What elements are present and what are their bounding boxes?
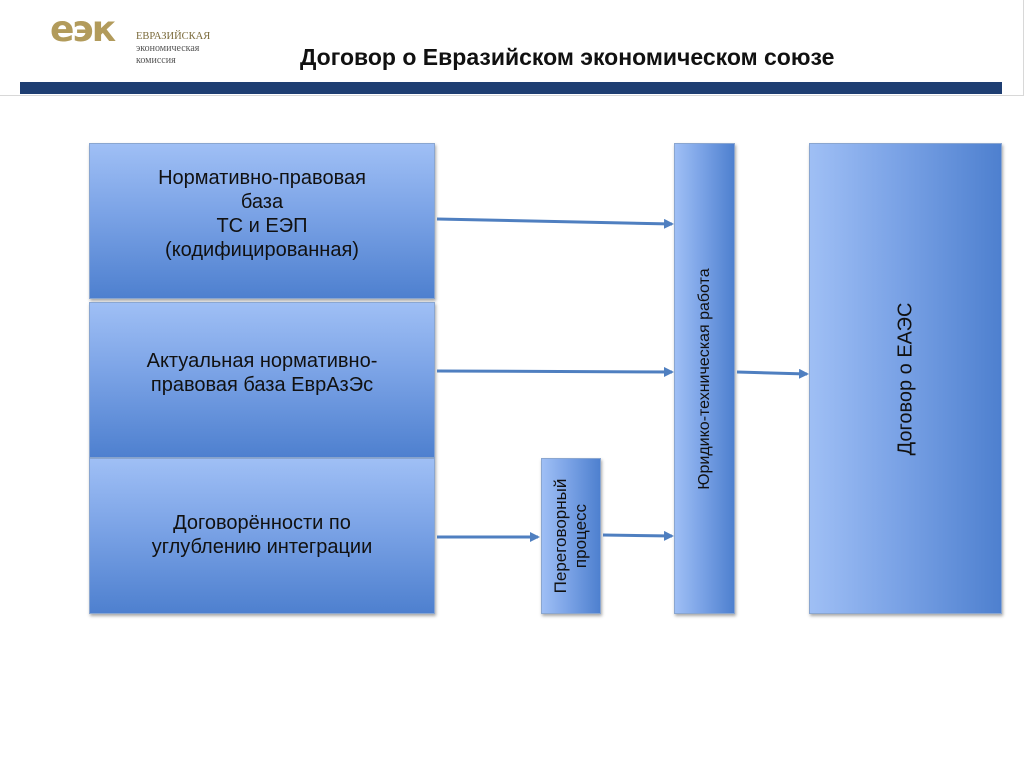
box-normative-base-line4: (кодифицированная): [165, 239, 359, 261]
box-actual-base-line1: Актуальная нормативно-: [146, 350, 378, 372]
box-normative-base-line3: ТС и ЕЭП: [216, 215, 308, 237]
header-bar: [20, 82, 1002, 94]
box-integration-agreements-line2: углублению интеграции: [151, 536, 373, 558]
box-eaeu-treaty: Договор о ЕАЭС: [809, 143, 1002, 614]
arrow-legal-to-treaty: [736, 368, 809, 379]
box-normative-base-line1: Нормативно-правовая: [158, 167, 366, 189]
arrow-normbase-to-legal: [436, 217, 674, 229]
box-integration-agreements-text: Договорённости по углублению интеграции: [90, 511, 434, 559]
header-frame: [0, 0, 1024, 96]
logo-name-line3: комиссия: [136, 55, 176, 66]
box-actual-base-text: Актуальная нормативно- правовая база Евр…: [90, 349, 434, 397]
arrow-negotiation-to-legal: [602, 530, 674, 541]
box-actual-base: Актуальная нормативно- правовая база Евр…: [89, 302, 435, 458]
box-negotiation-process: Переговорный процесс: [541, 458, 601, 614]
logo-name-line2: экономическая: [136, 43, 200, 54]
box-normative-base-text: Нормативно-правовая база ТС и ЕЭП (кодиф…: [90, 166, 434, 262]
box-actual-base-line2: правовая база ЕврАзЭс: [150, 374, 374, 396]
box-integration-agreements: Договорённости по углублению интеграции: [89, 458, 435, 614]
eec-logo: еэк ЕВРАЗИЙСКАЯ экономическая комиссия: [50, 10, 240, 70]
logo-name-line1: ЕВРАЗИЙСКАЯ: [136, 31, 211, 42]
box-integration-agreements-line1: Договорённости по: [173, 512, 351, 534]
logo-name: ЕВРАЗИЙСКАЯ экономическая комиссия: [136, 31, 210, 67]
box-legal-technical-work: Юридико-техническая работа: [674, 143, 735, 614]
slide-title: Договор о Евразийском экономическом союз…: [300, 44, 835, 70]
arrow-actual-to-legal: [436, 366, 674, 377]
box-normative-base: Нормативно-правовая база ТС и ЕЭП (кодиф…: [89, 143, 435, 299]
logo-mark: еэк: [50, 9, 116, 50]
box-normative-base-line2: база: [240, 191, 284, 213]
